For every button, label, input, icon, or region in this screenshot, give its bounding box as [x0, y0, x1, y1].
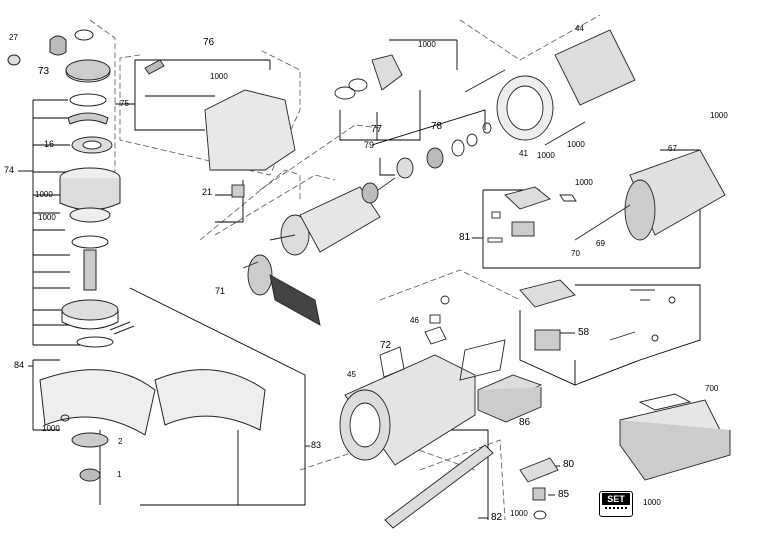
- callout-72: 72: [380, 340, 392, 351]
- callout-79: 79: [364, 140, 375, 150]
- callout-1000-e: 1000: [418, 40, 436, 49]
- callout-44: 44: [575, 24, 584, 33]
- callout-69: 69: [596, 239, 605, 248]
- gear-housing: [204, 89, 296, 171]
- callout-71: 71: [215, 286, 226, 296]
- callout-1: 1: [117, 470, 122, 479]
- callout-86: 86: [519, 417, 531, 428]
- bracket-76: [134, 60, 145, 131]
- callout-27: 27: [9, 33, 18, 42]
- callout-85: 85: [558, 489, 570, 500]
- callout-41: 41: [519, 149, 528, 158]
- callout-700: 700: [705, 384, 719, 393]
- armature: [269, 177, 396, 256]
- callout-21: 21: [202, 187, 213, 197]
- callout-73: 73: [38, 66, 50, 77]
- callout-45: 45: [347, 370, 356, 379]
- callout-80: 80: [563, 459, 575, 470]
- callout-1000-d: 1000: [210, 72, 228, 81]
- callout-74: 74: [4, 165, 15, 175]
- callout-76: 76: [203, 37, 215, 48]
- stator: [464, 29, 636, 146]
- callout-16: 16: [44, 139, 55, 149]
- callout-46: 46: [410, 316, 419, 325]
- callout-1000-h: 1000: [710, 111, 728, 120]
- set-badge: SET: [599, 491, 633, 517]
- callout-1000-i: 1000: [575, 178, 593, 187]
- callout-1000-j: 1000: [510, 509, 528, 518]
- callout-1000-c: 1000: [42, 424, 60, 433]
- callout-70: 70: [571, 249, 580, 258]
- callout-58: 58: [578, 327, 590, 338]
- motor-housing: [574, 149, 726, 241]
- callout-1000-g: 1000: [567, 140, 585, 149]
- callout-78: 78: [431, 121, 443, 132]
- callout-77: 77: [371, 124, 383, 135]
- callout-67: 67: [668, 144, 677, 153]
- callout-1000-f: 1000: [537, 151, 555, 160]
- bracket-83: [129, 287, 306, 506]
- set-badge-text: SET: [602, 493, 630, 505]
- callout-1000-a: 1000: [35, 190, 53, 199]
- callout-83: 83: [311, 440, 322, 450]
- callout-2: 2: [118, 437, 123, 446]
- callout-75: 75: [120, 99, 129, 108]
- carrying-case: [619, 393, 731, 481]
- callout-84: 84: [14, 360, 25, 370]
- set-badge-dots: [605, 507, 627, 513]
- main-housing: [339, 339, 506, 466]
- callout-81: 81: [459, 232, 471, 243]
- callout-1000-k: 1000: [643, 498, 661, 507]
- callout-1000-b: 1000: [38, 213, 56, 222]
- side-handle: [242, 254, 321, 326]
- callout-82: 82: [491, 512, 503, 523]
